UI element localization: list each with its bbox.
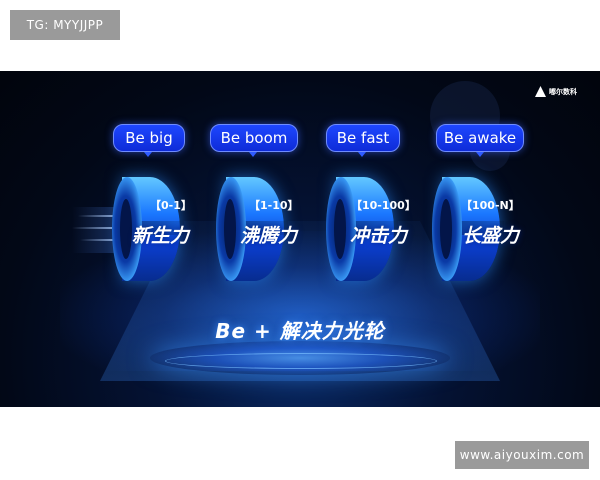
stage-range: 【1-10】 bbox=[249, 199, 299, 212]
brand-logo: 嘟尔数科 bbox=[535, 86, 577, 97]
brand-name: 嘟尔数科 bbox=[549, 87, 577, 96]
stage-range: 【0-1】 bbox=[150, 199, 192, 212]
pill-pointer-icon bbox=[249, 152, 257, 157]
pill-pointer-icon bbox=[144, 152, 152, 157]
stage-pill-be-boom: Be boom bbox=[210, 124, 298, 152]
banner-image: 嘟尔数科 Be big 【0-1】 新生力 Be boom 【1-10】 沸腾力… bbox=[0, 71, 600, 407]
watermark-bottom: www.aiyouxim.com bbox=[455, 441, 589, 469]
stage-power: 新生力 bbox=[132, 225, 190, 247]
stream-line bbox=[78, 215, 124, 217]
stage-pill-be-fast: Be fast bbox=[326, 124, 400, 152]
stage-range: 【10-100】 bbox=[351, 199, 416, 212]
stream-line bbox=[80, 239, 124, 241]
stage-cylinder bbox=[112, 177, 186, 281]
stage-power: 沸腾力 bbox=[240, 225, 298, 247]
stage-cylinder bbox=[216, 177, 290, 281]
triangle-logo-icon bbox=[535, 86, 546, 97]
stage-range: 【100-N】 bbox=[461, 199, 520, 212]
watermark-top: TG: MYYJJPP bbox=[10, 10, 120, 40]
stage-power: 长盛力 bbox=[462, 225, 520, 247]
stream-line bbox=[72, 227, 124, 229]
stage-cylinder bbox=[326, 177, 400, 281]
light-platform-ring bbox=[165, 353, 437, 369]
pill-pointer-icon bbox=[476, 152, 484, 157]
stage-pill-be-big: Be big bbox=[113, 124, 185, 152]
stage-power: 冲击力 bbox=[350, 225, 408, 247]
stage-cylinder bbox=[432, 177, 506, 281]
stage-pill-be-awake: Be awake bbox=[436, 124, 524, 152]
banner-title: Be + 解决力光轮 bbox=[215, 319, 385, 343]
pill-pointer-icon bbox=[358, 152, 366, 157]
